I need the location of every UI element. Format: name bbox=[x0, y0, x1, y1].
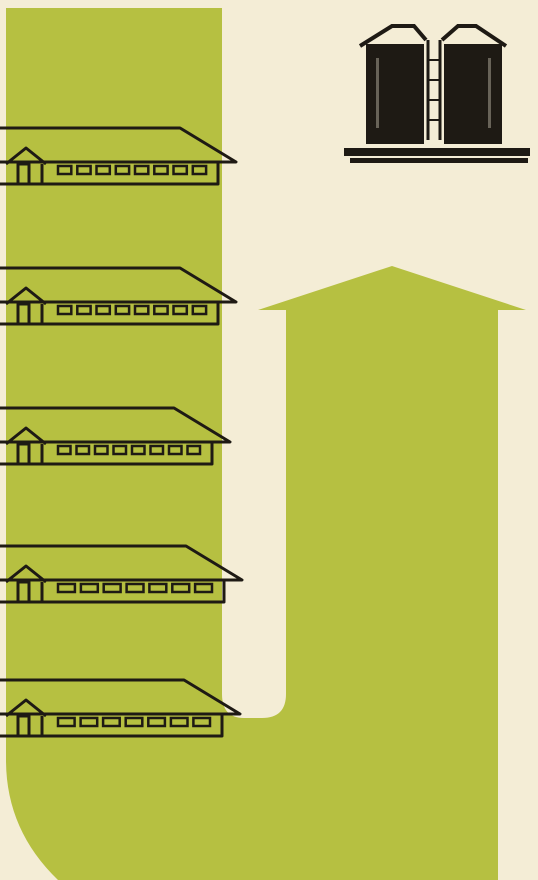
flow-diagram bbox=[0, 0, 538, 880]
